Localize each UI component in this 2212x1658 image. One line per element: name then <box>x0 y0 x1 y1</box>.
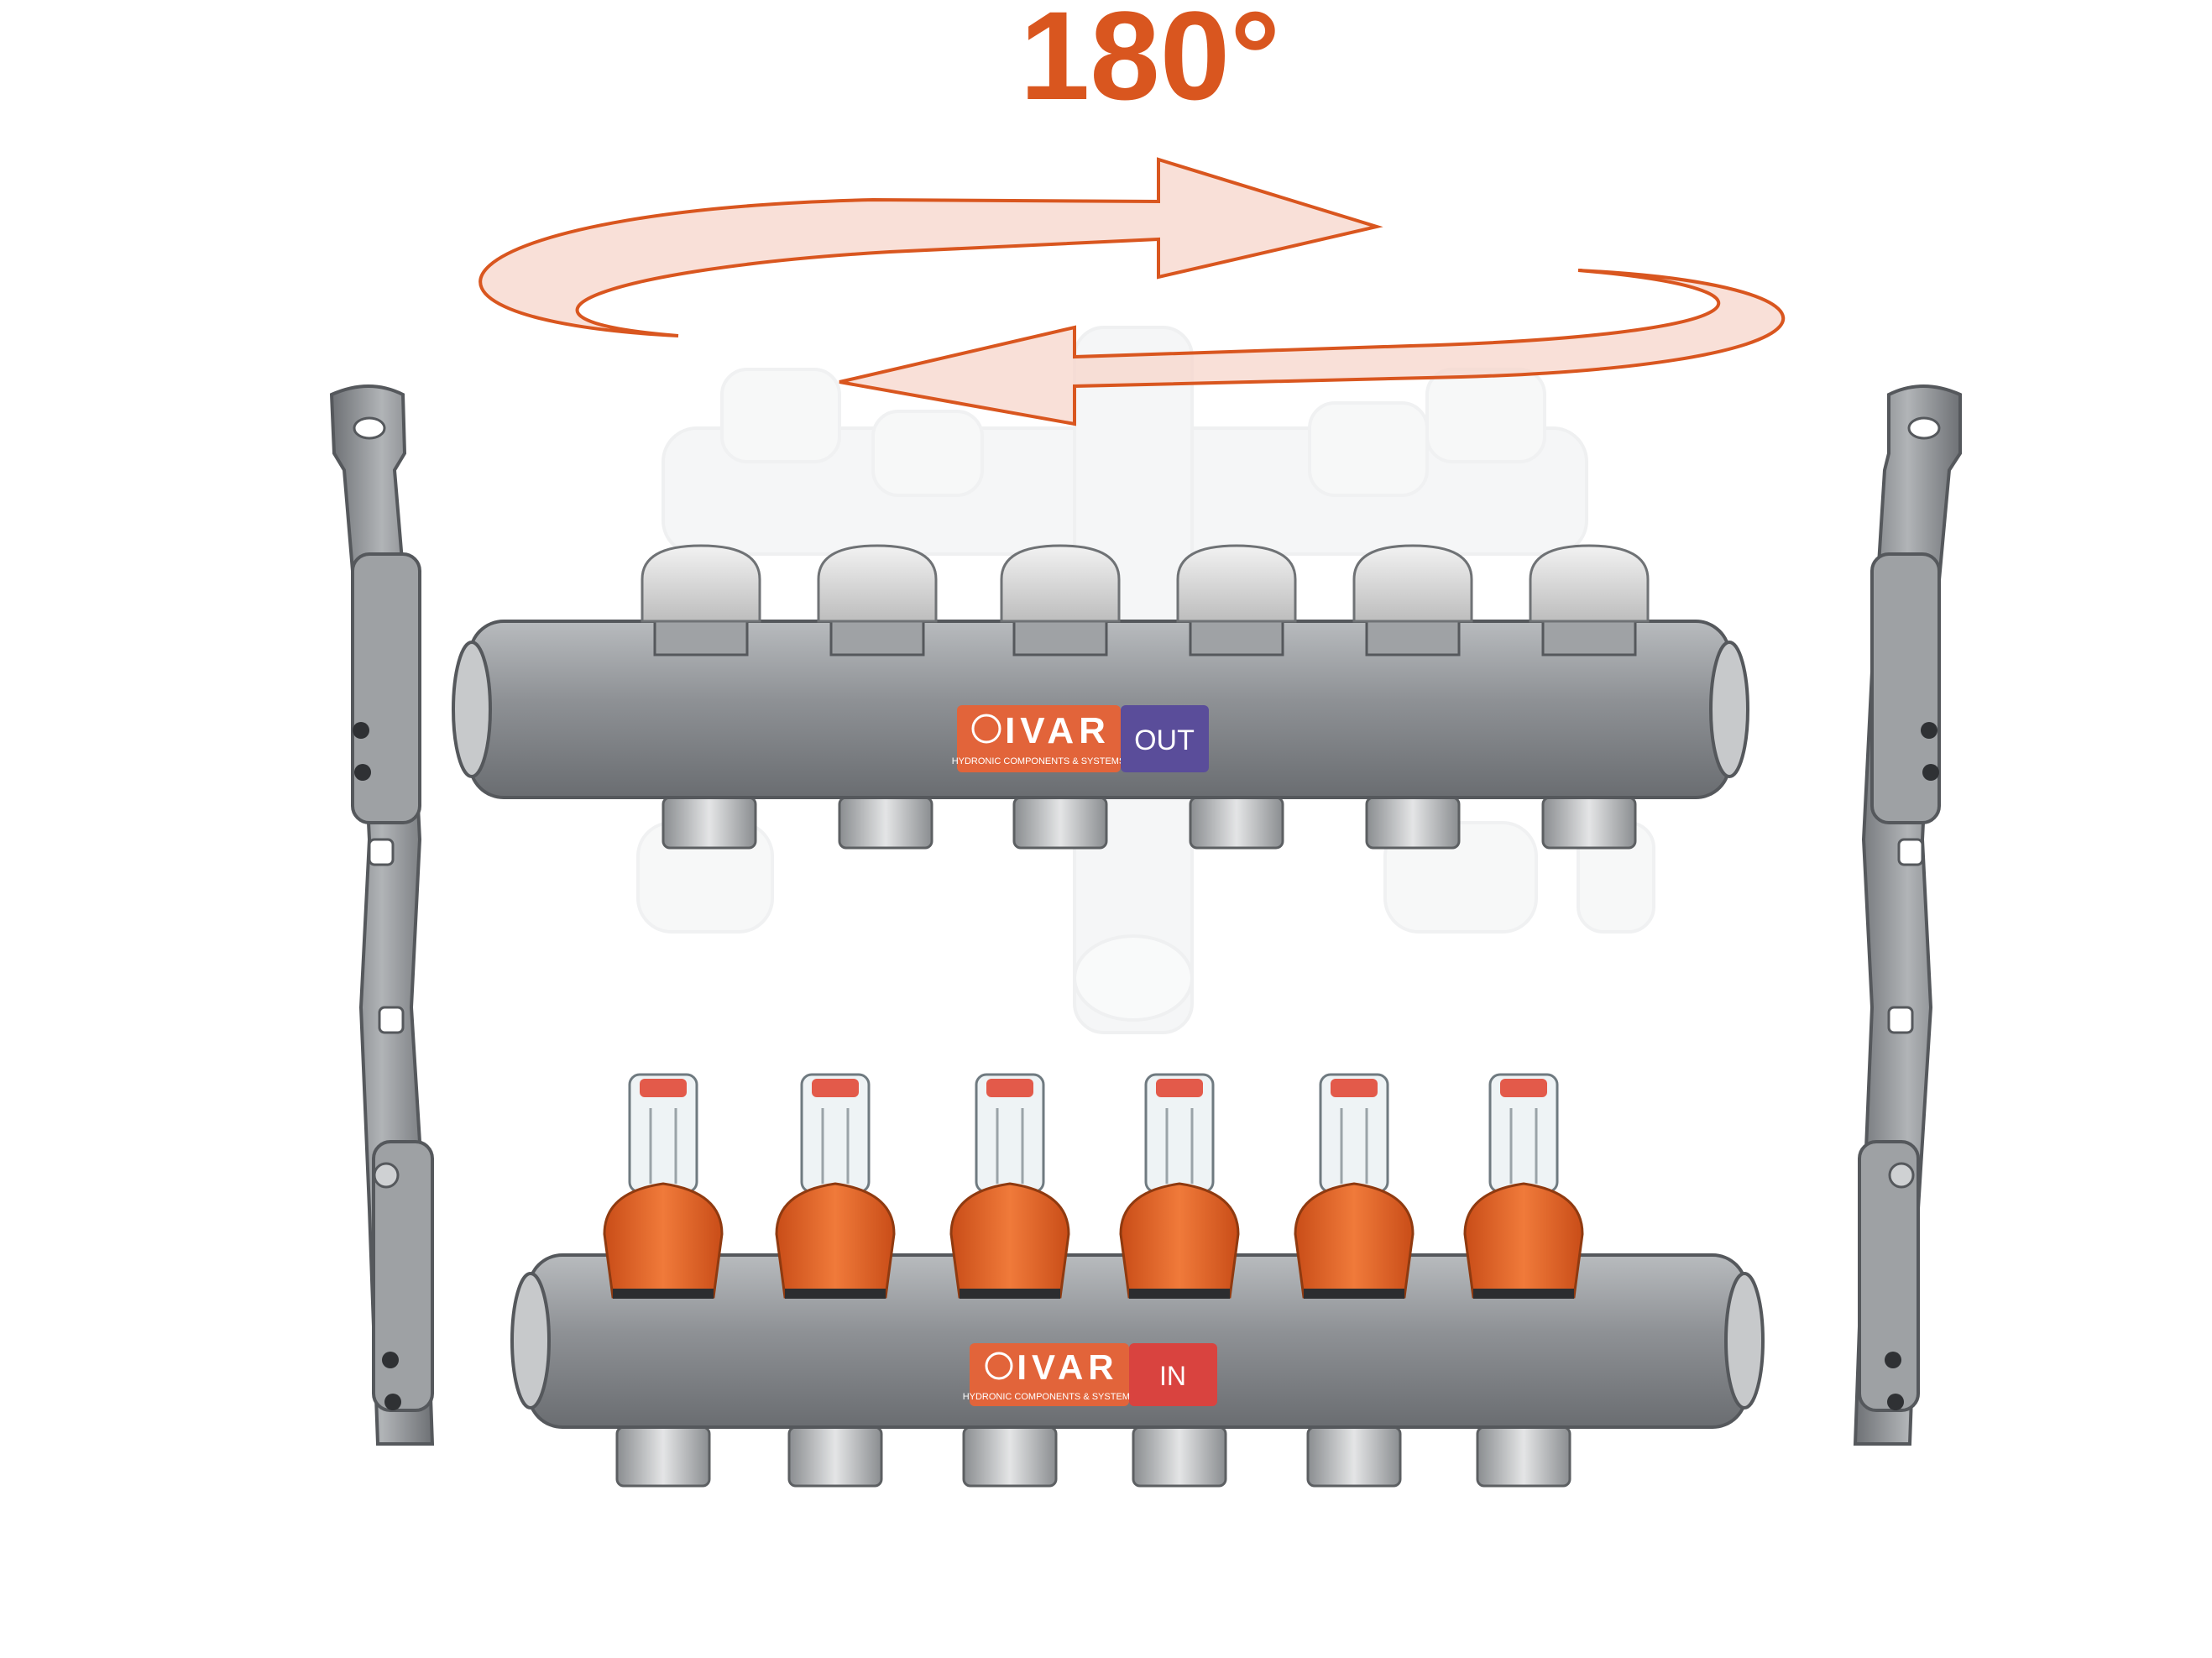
in-brand-tagline: HYDRONIC COMPONENTS & SYSTEMS <box>963 1392 1137 1402</box>
in-manifold: IVAR HYDRONIC COMPONENTS & SYSTEMS IN <box>510 1073 1765 1488</box>
out-outlet-fittings <box>662 796 1637 850</box>
in-outlet-fittings <box>615 1425 1571 1488</box>
out-brand-badge: IVAR HYDRONIC COMPONENTS & SYSTEMS OUT <box>952 705 1209 772</box>
out-brand-tagline: HYDRONIC COMPONENTS & SYSTEMS <box>952 756 1126 766</box>
in-brand-badge: IVAR HYDRONIC COMPONENTS & SYSTEMS IN <box>963 1343 1217 1406</box>
rotation-label: 180° <box>1020 0 1280 126</box>
out-manifold: IVAR HYDRONIC COMPONENTS & SYSTEMS OUT <box>452 544 1749 850</box>
out-valve-caps <box>641 544 1650 656</box>
out-brand-name: IVAR <box>1005 710 1111 751</box>
left-mounting-bracket <box>329 384 435 1446</box>
out-label: OUT <box>1134 724 1195 756</box>
in-brand-name: IVAR <box>1017 1347 1118 1387</box>
globe-icon <box>971 714 1001 744</box>
rotation-arrow <box>478 157 1786 426</box>
right-mounting-bracket <box>1853 384 1962 1446</box>
globe-icon <box>985 1352 1013 1380</box>
in-label: IN <box>1159 1361 1186 1391</box>
in-flow-meters <box>603 1073 1584 1299</box>
